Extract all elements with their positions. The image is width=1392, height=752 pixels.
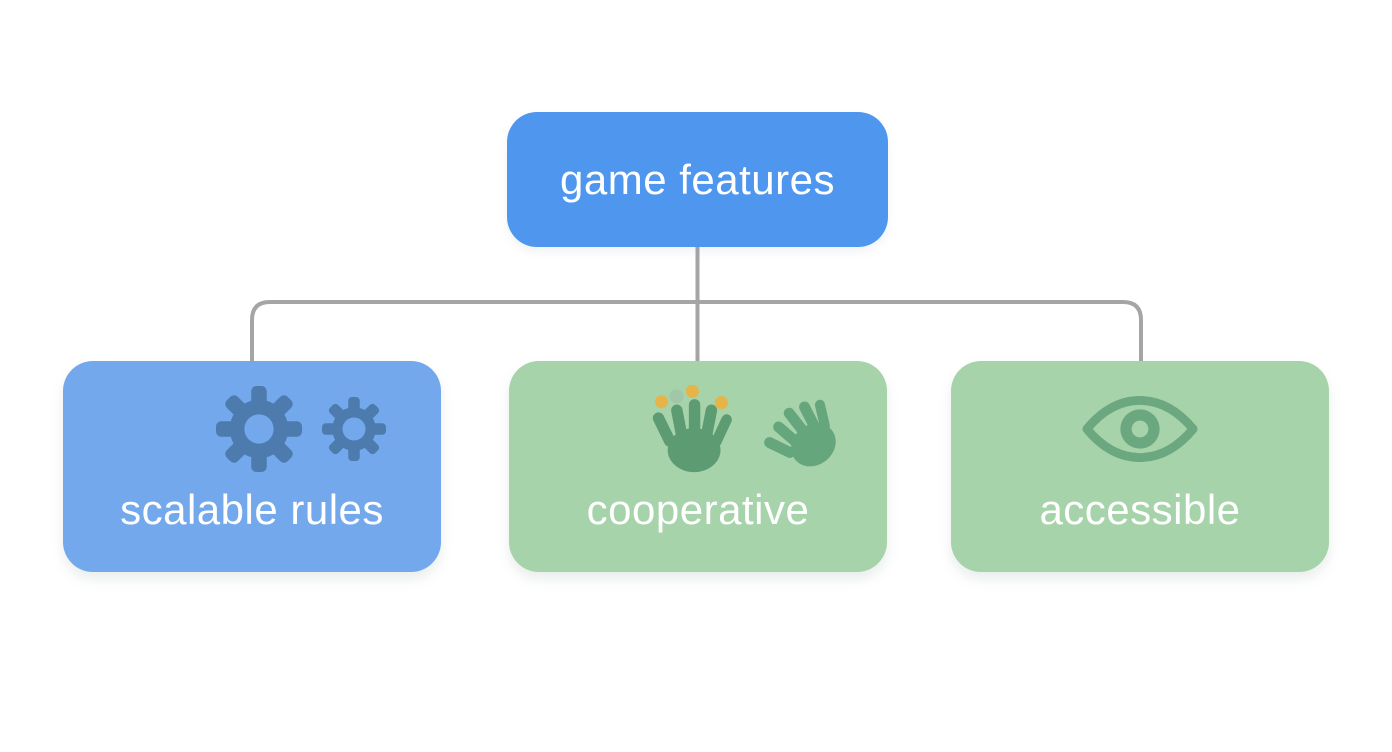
accessible-icon-row — [1081, 383, 1199, 475]
connector-horizontal-elbows — [250, 300, 1143, 362]
gear-icon — [216, 386, 302, 472]
node-accessible[interactable]: accessible — [951, 361, 1329, 572]
open-hand-icon — [652, 385, 732, 473]
child-node-label: scalable rules — [120, 486, 384, 533]
child-node-label: cooperative — [586, 486, 810, 533]
eye-icon — [1082, 396, 1198, 462]
tilted-hand-icon — [764, 399, 836, 467]
root-node-label: game features — [560, 155, 835, 203]
gear-icon — [322, 397, 386, 461]
node-game-features[interactable]: game features — [507, 112, 888, 247]
scalable-rules-icon-row — [216, 383, 386, 475]
cooperative-icon-row — [651, 383, 843, 475]
child-node-label: accessible — [1039, 486, 1241, 533]
node-cooperative[interactable]: cooperative — [509, 361, 887, 572]
node-scalable-rules[interactable]: scalable rules — [63, 361, 441, 572]
